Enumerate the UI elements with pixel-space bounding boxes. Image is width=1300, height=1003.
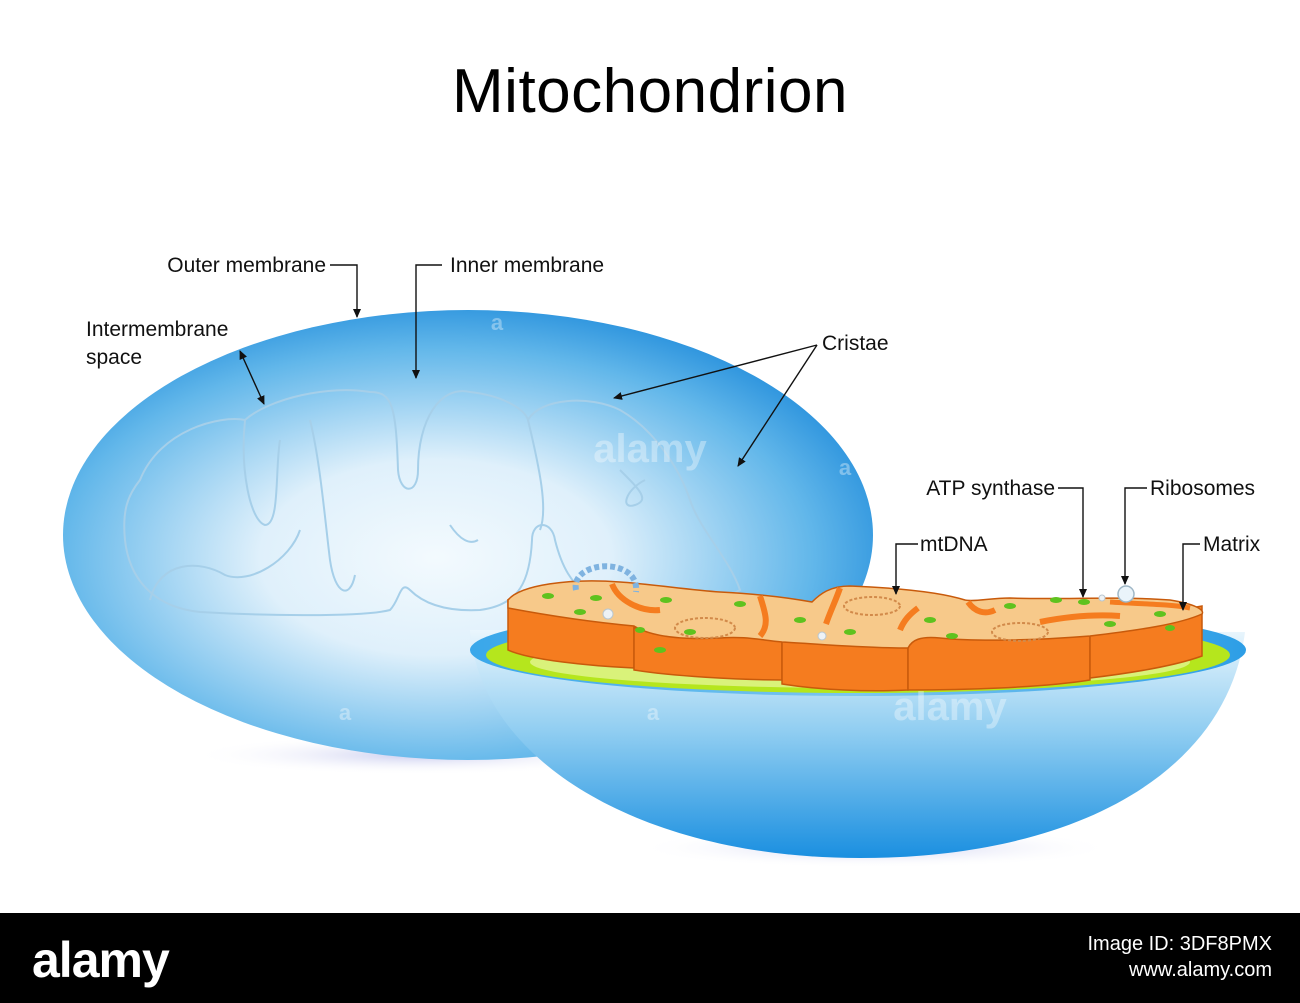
footer-logo[interactable]: alamy — [32, 931, 169, 989]
footer-site-link[interactable]: www.alamy.com — [1087, 957, 1272, 983]
label-cristae: Cristae — [822, 332, 889, 355]
label-outer-membrane: Outer membrane — [167, 254, 326, 277]
watermark-mark-4: a — [839, 455, 852, 480]
ribosome — [1118, 586, 1134, 602]
watermark-mark-2: a — [339, 700, 352, 725]
footer-image-id: Image ID: 3DF8PMX — [1087, 931, 1272, 957]
watermark-text-1: alamy — [593, 427, 707, 471]
label-inner-membrane: Inner membrane — [450, 254, 604, 277]
footer-bar: alamy Image ID: 3DF8PMX www.alamy.com — [0, 913, 1300, 1003]
watermark-mark-1: a — [491, 310, 504, 335]
label-atp-synthase: ATP synthase — [926, 477, 1055, 500]
label-ribosomes: Ribosomes — [1150, 477, 1255, 500]
mitochondrion-diagram: alamy alamy a a a a Outer membrane Inner… — [0, 0, 1300, 913]
label-matrix: Matrix — [1203, 533, 1261, 556]
label-intermembrane-space-line2: space — [86, 346, 142, 369]
watermark-mark-3: a — [647, 700, 660, 725]
label-intermembrane-space-line1: Intermembrane — [86, 318, 228, 341]
footer-info: Image ID: 3DF8PMX www.alamy.com — [1087, 931, 1272, 983]
label-mtdna: mtDNA — [920, 533, 988, 556]
watermark-text-2: alamy — [893, 685, 1007, 729]
